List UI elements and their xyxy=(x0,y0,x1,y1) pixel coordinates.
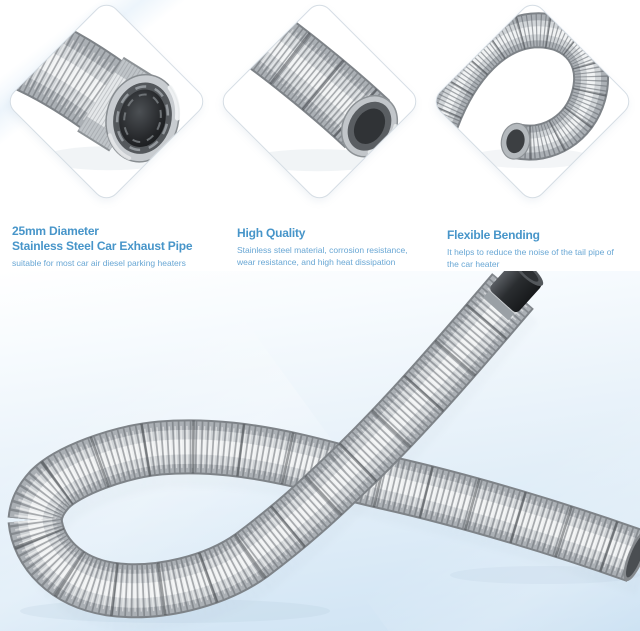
gallery-item-pipe-surface xyxy=(216,0,423,205)
pipe-front-strand xyxy=(7,273,534,619)
feature-title: Flexible Bending xyxy=(447,228,540,242)
fitting-opening xyxy=(105,73,181,163)
gallery-item-pipe-end xyxy=(3,0,210,205)
bent-pipe-photo xyxy=(430,12,610,169)
pipe-end-fitting-photo xyxy=(4,8,181,171)
detail-gallery xyxy=(0,0,640,210)
pipe-body xyxy=(217,0,391,149)
fitting-tube xyxy=(4,8,131,131)
feature-title: 25mm Diameter Stainless Steel Car Exhaus… xyxy=(12,224,193,253)
feature-diameter: 25mm Diameter Stainless Steel Car Exhaus… xyxy=(12,224,230,270)
bent-pipe-body xyxy=(430,12,610,161)
bent-pipe-open-end xyxy=(500,122,531,160)
gallery-item-bent-pipe xyxy=(429,0,636,205)
feature-description: It helps to reduce the noise of the tail… xyxy=(447,247,614,269)
feature-title: High Quality xyxy=(237,226,306,240)
corrugated-pipe-photo xyxy=(217,0,399,172)
feature-description: Stainless steel material, corrosion resi… xyxy=(237,245,408,267)
product-photo-section xyxy=(0,271,640,631)
feature-bending: Flexible Bending It helps to reduce the … xyxy=(447,228,633,270)
feature-quality: High Quality Stainless steel material, c… xyxy=(237,226,443,268)
pipe-back-strand xyxy=(7,419,640,582)
pipe-end-cap xyxy=(482,271,544,321)
feature-description: suitable for most car air diesel parking… xyxy=(12,258,186,268)
pipe-open-end xyxy=(340,95,399,158)
product-photo xyxy=(7,271,640,631)
pipe-tail-end xyxy=(623,530,640,582)
